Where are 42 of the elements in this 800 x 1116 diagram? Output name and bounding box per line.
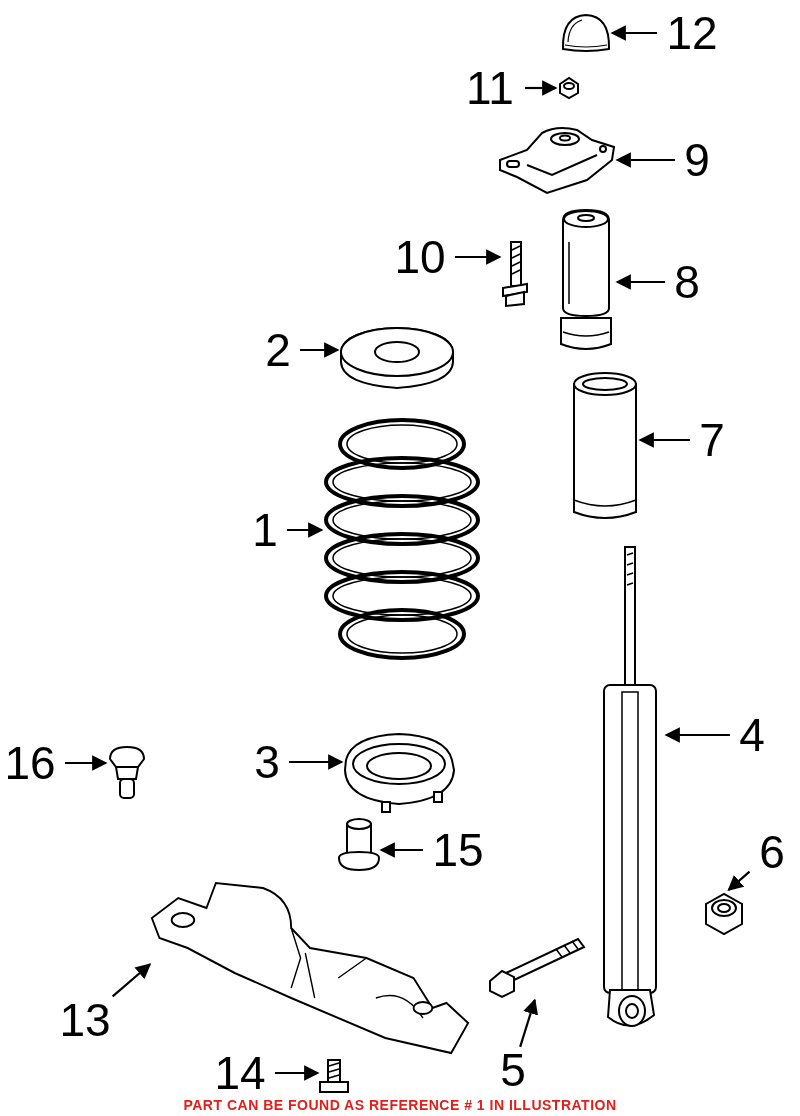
leader-arrow xyxy=(727,870,751,891)
callout-number: 7 xyxy=(688,415,736,465)
leader-arrow xyxy=(519,998,538,1048)
leader-arrow xyxy=(111,963,152,998)
callout-number: 4 xyxy=(728,710,776,760)
leader-arrow xyxy=(455,249,502,265)
leader-arrow xyxy=(525,80,558,96)
leader-arrow xyxy=(275,1065,320,1081)
callout-number: 8 xyxy=(663,257,711,307)
lower-spring-seat-drawing xyxy=(342,730,457,815)
leader-arrow xyxy=(615,274,665,290)
callout-number: 15 xyxy=(421,825,495,875)
callout-number: 2 xyxy=(254,325,302,375)
callout-number: 3 xyxy=(243,737,291,787)
callout-number: 9 xyxy=(673,135,721,185)
callout-number: 13 xyxy=(48,995,122,1045)
leader-arrow xyxy=(638,432,690,448)
callout-number: 14 xyxy=(203,1048,277,1098)
stud-bolt-drawing xyxy=(318,1058,350,1094)
callout-number: 10 xyxy=(383,232,457,282)
leader-arrow xyxy=(664,727,730,743)
reference-note: PART CAN BE FOUND AS REFERENCE # 1 IN ILLUSTRATION xyxy=(183,1097,617,1113)
callout-number: 11 xyxy=(453,63,527,113)
strut-mount-drawing xyxy=(497,125,617,195)
callout-number: 6 xyxy=(748,827,796,877)
bolt-drawing xyxy=(500,240,530,308)
callout-number: 1 xyxy=(241,505,289,555)
leader-arrow xyxy=(65,755,108,771)
leader-arrow xyxy=(379,842,423,858)
dust-cap-drawing xyxy=(560,12,612,52)
leader-arrow xyxy=(287,522,324,538)
long-bolt-drawing xyxy=(486,935,586,1000)
bushing-drawing xyxy=(337,816,381,872)
push-clip-drawing xyxy=(106,745,148,800)
leader-arrow xyxy=(615,152,675,168)
nut-drawing xyxy=(556,76,582,100)
leader-arrow xyxy=(289,754,344,770)
callout-number: 5 xyxy=(489,1045,537,1095)
callout-number: 16 xyxy=(0,738,67,788)
leader-arrow xyxy=(300,342,340,358)
callout-number: 12 xyxy=(655,8,729,58)
leader-arrow xyxy=(610,25,657,41)
